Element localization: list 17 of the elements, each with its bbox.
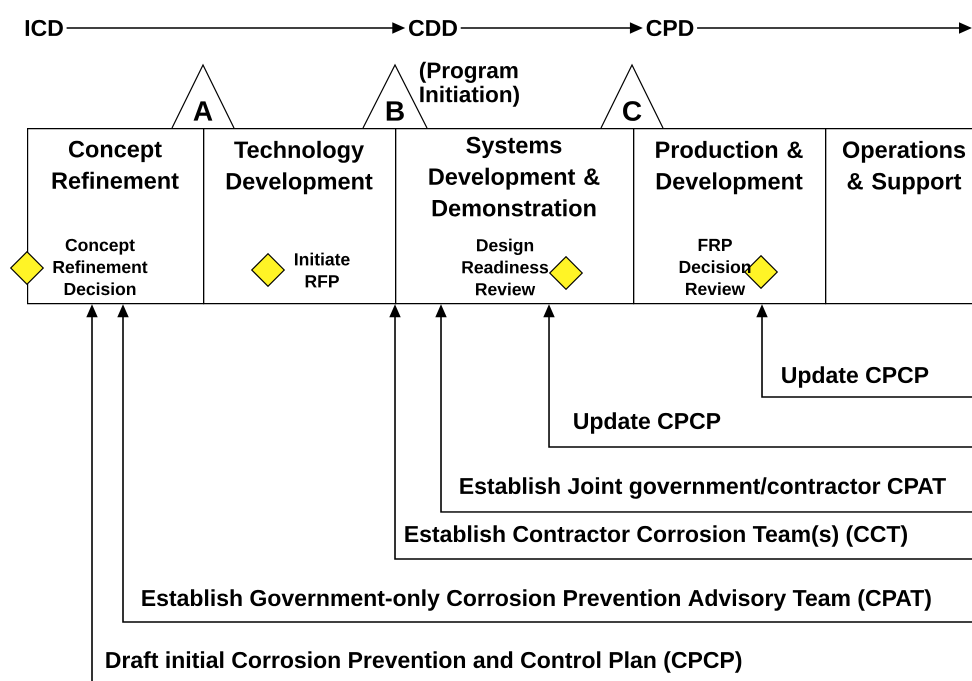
milestone-triangle: A xyxy=(171,64,235,129)
milestone-label: CDD xyxy=(409,20,457,36)
edge-label: Update CPCP xyxy=(782,366,928,388)
decision-label: Initiate RFP xyxy=(294,252,350,288)
decision-label: FRP Decision Review xyxy=(680,238,750,296)
edge-label: Draft initial Corrosion Prevention and Control Plan (CPCP) xyxy=(106,651,742,673)
note-text: (Program Initiation) xyxy=(420,62,519,107)
milestone-triangle: C xyxy=(600,64,664,129)
decision-label: Design Readiness Review xyxy=(462,238,548,296)
edge-label: Update CPCP xyxy=(574,412,720,434)
edge-label: Establish Government-only Corrosion Prevention Advisory Team (CPAT) xyxy=(142,589,931,611)
milestone-label: ICD xyxy=(26,20,63,36)
edge-label: Establish Contractor Corrosion Team(s) (CCT) xyxy=(405,525,907,547)
decision-label: Concept Refinement Decision xyxy=(54,238,148,296)
phase-box: Operations & Support xyxy=(825,128,972,304)
milestone-label: CPD xyxy=(646,20,694,36)
edge-label: Establish Joint government/contractor CPAT xyxy=(460,477,946,499)
